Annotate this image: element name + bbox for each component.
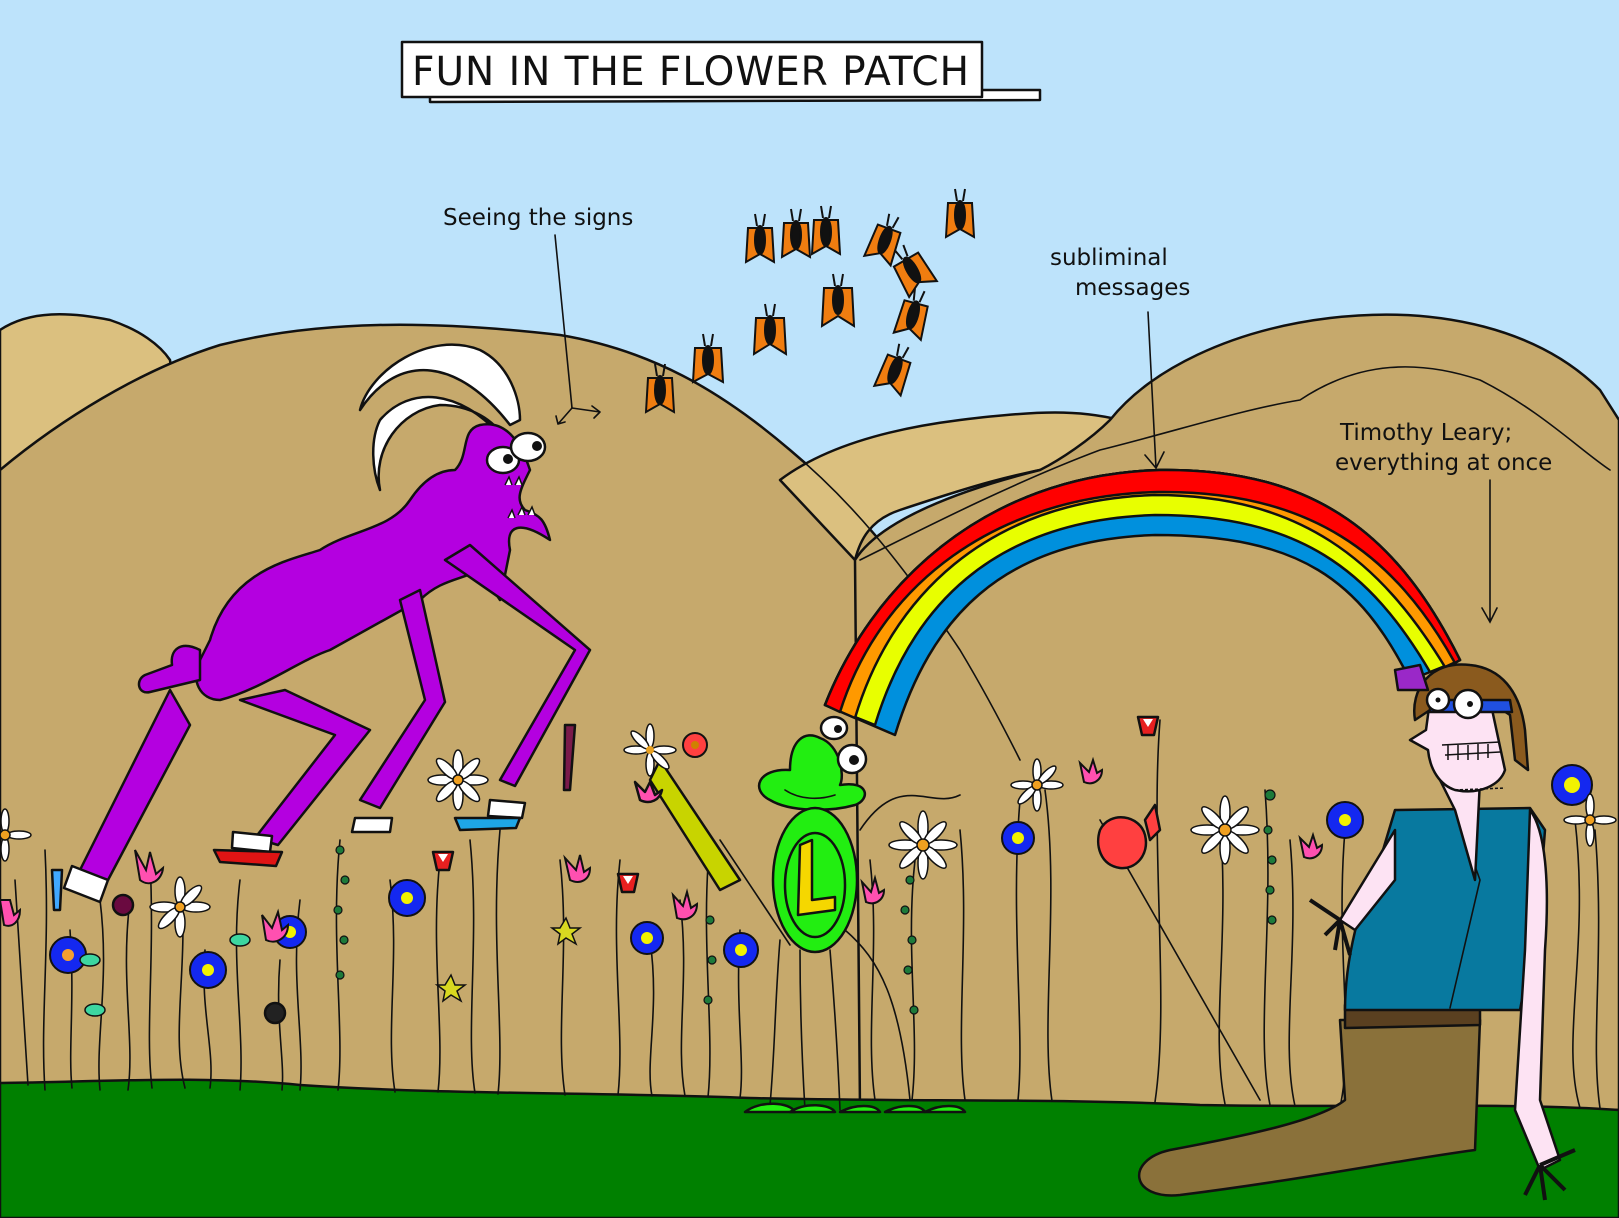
daisy-icon [888, 810, 958, 880]
star-flower-icon [434, 973, 468, 1003]
letter-l [796, 838, 837, 917]
butterfly-icon [892, 244, 939, 300]
butterfly-icon [944, 188, 976, 239]
butterfly-icon [872, 343, 912, 398]
daisy-icon [427, 749, 489, 811]
butterfly-icon [691, 333, 725, 384]
hoof [453, 816, 522, 832]
eye [509, 431, 547, 463]
purple-goat-creature [62, 343, 592, 904]
blue-flower-icon [1326, 801, 1364, 839]
blue-flower-icon [189, 951, 227, 989]
butterfly-icon [820, 273, 856, 328]
annotation-text: messages [1075, 275, 1190, 301]
annotation-text: subliminal [1050, 245, 1168, 271]
butterfly-icon [892, 288, 929, 342]
blue-flower-icon [49, 936, 87, 974]
daisy-icon [623, 723, 677, 777]
annotation-subliminal-messages: subliminal messages [1050, 245, 1190, 470]
red-poppy-icon [1096, 816, 1148, 870]
butterfly-swarm [644, 188, 976, 414]
butterfly-icon [744, 213, 776, 264]
butterfly-icon [780, 208, 812, 259]
hoof [212, 848, 284, 868]
dark-flower-icon [111, 893, 135, 917]
blue-flower-icon [630, 921, 664, 955]
tulip-icon [633, 780, 664, 804]
eye [819, 715, 849, 741]
blue-flower-icon [1551, 764, 1593, 806]
hoof [350, 816, 394, 834]
tulip-icon [1078, 756, 1104, 785]
annotation-timothy-leary: Timothy Leary; everything at once [1335, 420, 1552, 624]
timothy-leary-character [1138, 663, 1576, 1201]
dark-flower-icon [263, 1001, 287, 1025]
butterfly-icon [810, 205, 842, 256]
tulip-icon [1298, 831, 1324, 860]
tulip-icon [261, 908, 290, 943]
green-l-character [719, 715, 967, 1114]
bouquet [623, 723, 742, 892]
blue-flower-icon [1001, 821, 1035, 855]
syringe-icon [50, 868, 64, 912]
blue-flower-icon [723, 932, 759, 968]
flowers [0, 715, 1617, 1025]
annotation-text: everything at once [1335, 450, 1552, 476]
rainbow [823, 468, 1462, 737]
syringe-icon [562, 723, 577, 792]
tulip-icon [134, 849, 165, 885]
horn [372, 395, 507, 492]
flower-stems [14, 719, 1601, 1109]
hand [1523, 1148, 1576, 1201]
open-mouth-flower-icon [431, 850, 455, 872]
butterfly-icon [644, 363, 676, 414]
pants [1138, 1018, 1482, 1197]
comic-title: FUN IN THE FLOWER PATCH [412, 49, 970, 95]
tulip-icon [0, 899, 22, 927]
daisy-icon [1190, 795, 1260, 865]
hand [1308, 898, 1352, 956]
annotation-text: Seeing the signs [443, 205, 633, 231]
tulip-icon [671, 888, 699, 921]
title-banner: FUN IN THE FLOWER PATCH [400, 40, 1042, 104]
hoof [230, 830, 274, 854]
hoof [486, 798, 527, 820]
butterfly-icon [862, 213, 902, 268]
daisy-icon [1010, 758, 1064, 812]
open-mouth-flower-icon [616, 872, 640, 894]
blue-flower-icon [273, 915, 307, 949]
open-mouth-flower-icon [1136, 715, 1160, 737]
daisy-icon [0, 808, 32, 862]
red-poppy-icon [1143, 803, 1162, 842]
star-flower-icon [549, 916, 583, 946]
poppy-icon [682, 732, 708, 758]
blue-flower-icon [388, 879, 426, 917]
daisy-icon [149, 876, 211, 938]
daisy-icon [1563, 793, 1617, 847]
horn [358, 343, 522, 427]
tulip-icon [860, 874, 886, 905]
tulip-icon [563, 854, 592, 883]
butterfly-icon [752, 303, 788, 356]
hoof [62, 864, 110, 904]
annotation-text: Timothy Leary; [1339, 420, 1512, 446]
annotation-seeing-signs: Seeing the signs [443, 205, 633, 425]
